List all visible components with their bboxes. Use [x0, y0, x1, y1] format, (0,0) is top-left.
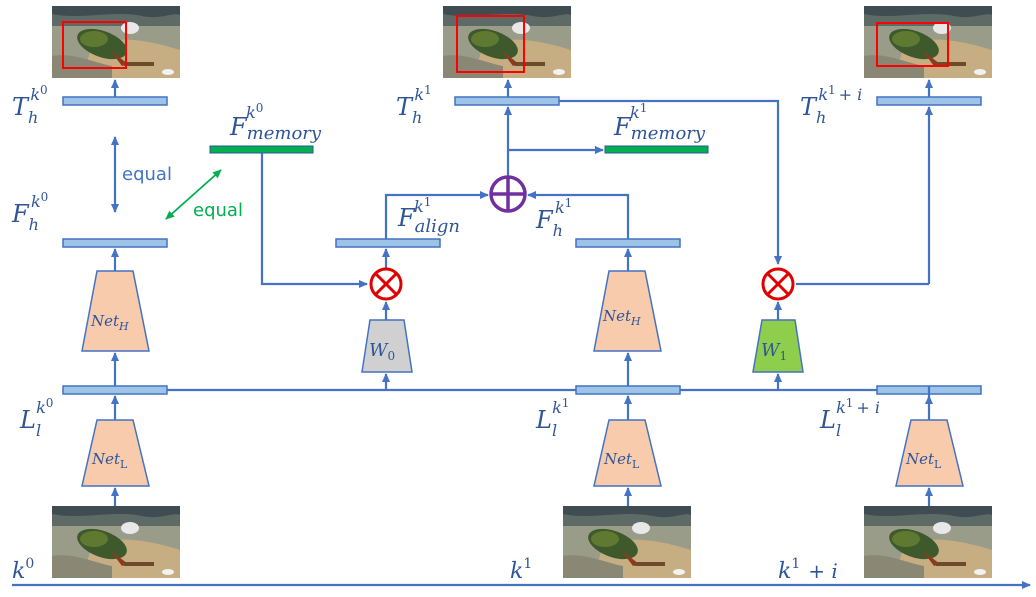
net-H-k1 — [593, 270, 662, 352]
memory-bar-k0 — [209, 145, 314, 154]
net-L-k1 — [593, 419, 662, 487]
net-H-k0 — [81, 270, 150, 352]
label-L-k1: Llk1 — [535, 396, 569, 440]
add-circle-icon — [489, 175, 527, 213]
memory-bar-k1 — [604, 145, 709, 154]
feature-bar-L-k1 — [575, 385, 681, 395]
label-F-memory-k0: Fmemory — [229, 113, 322, 144]
label-F-h-k0: Fhk0 — [11, 190, 48, 234]
net-L-k1i-label: NetL — [905, 450, 942, 471]
photo-bottom-k1i — [864, 506, 992, 578]
feature-bar-Fh-k1 — [575, 238, 681, 248]
tracking-box — [456, 15, 525, 73]
net-H-k1-label: NetH — [602, 307, 641, 328]
label-T-k1i: Thk1+ i — [800, 83, 862, 127]
label-T-k0: Thk0 — [12, 83, 48, 127]
feature-bar-Fh-k0 — [62, 238, 168, 248]
feature-bar-L-k0 — [62, 385, 168, 395]
photo-top-k1i — [864, 6, 992, 78]
timeline-label-k1i: k1+ i — [778, 556, 838, 584]
timeline-label-k0: k0 — [12, 556, 34, 584]
multiply-circle-icon — [369, 267, 403, 301]
net-L-k0 — [81, 419, 150, 487]
label-L-k0: Llk0 — [19, 396, 53, 440]
w0-label: W0 — [369, 340, 395, 363]
label-F-align-sup: k1 — [414, 195, 431, 216]
label-L-k1i: Llk1+ i — [819, 396, 880, 440]
photo-top-k0 — [52, 6, 180, 78]
net-H-k0-label: NetH — [90, 312, 129, 333]
photo-bottom-k1 — [563, 506, 691, 578]
net-L-k1-label: NetL — [603, 450, 640, 471]
w0-block — [361, 319, 413, 373]
label-T-k1: Thk1 — [396, 83, 432, 127]
net-L-k1i — [895, 419, 964, 487]
label-F-align: Falign — [397, 204, 460, 237]
photo-bottom-k0 — [52, 506, 180, 578]
net-L-k0-label: NetL — [91, 450, 128, 471]
equal-arrow-green — [165, 169, 222, 220]
label-F-memory-k1: Fmemory — [613, 113, 706, 144]
tracking-box — [62, 21, 127, 69]
tracking-box — [876, 22, 949, 67]
feature-bar-Falign — [335, 238, 441, 248]
equal-label-green: equal — [193, 200, 243, 221]
label-F-memory-k0-sup: k0 — [246, 101, 263, 122]
feature-bar-T-k1i — [876, 96, 982, 106]
label-F-memory-k1-sup: k1 — [630, 101, 647, 122]
w1-block — [752, 319, 804, 373]
timeline-label-k1: k1 — [510, 556, 532, 584]
multiply-circle-icon — [761, 267, 795, 301]
photo-top-k1 — [443, 6, 571, 78]
equal-label-blue: equal — [122, 164, 172, 185]
label-F-h-k1: Fhk1 — [535, 196, 572, 240]
feature-bar-T-k1 — [454, 96, 560, 106]
w1-label: W1 — [761, 340, 787, 363]
feature-bar-T-k0 — [62, 96, 168, 106]
